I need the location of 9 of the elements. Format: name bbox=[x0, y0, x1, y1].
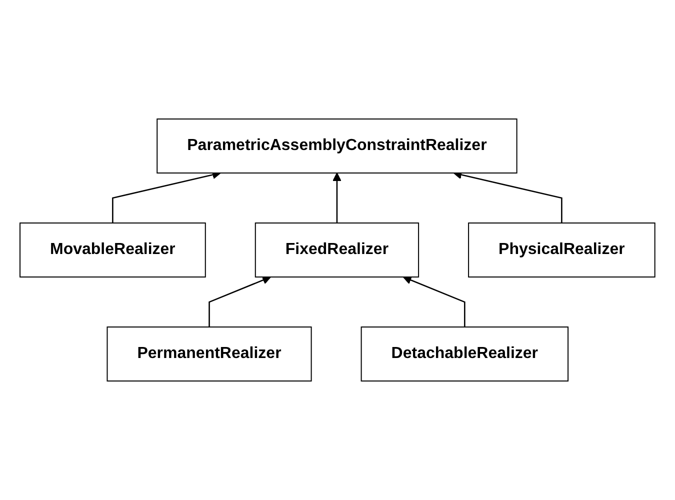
node-box: ParametricAssemblyConstraintRealizer bbox=[156, 118, 518, 174]
node-box: MovableRealizer bbox=[20, 222, 206, 278]
node-box: FixedRealizer bbox=[254, 222, 420, 278]
node-box: DetachableRealizer bbox=[360, 326, 569, 382]
arrow bbox=[332, 172, 342, 223]
node-box: PhysicalRealizer bbox=[468, 222, 656, 278]
arrow bbox=[208, 276, 272, 327]
arrow bbox=[402, 276, 466, 327]
node-box: PermanentRealizer bbox=[106, 326, 312, 382]
